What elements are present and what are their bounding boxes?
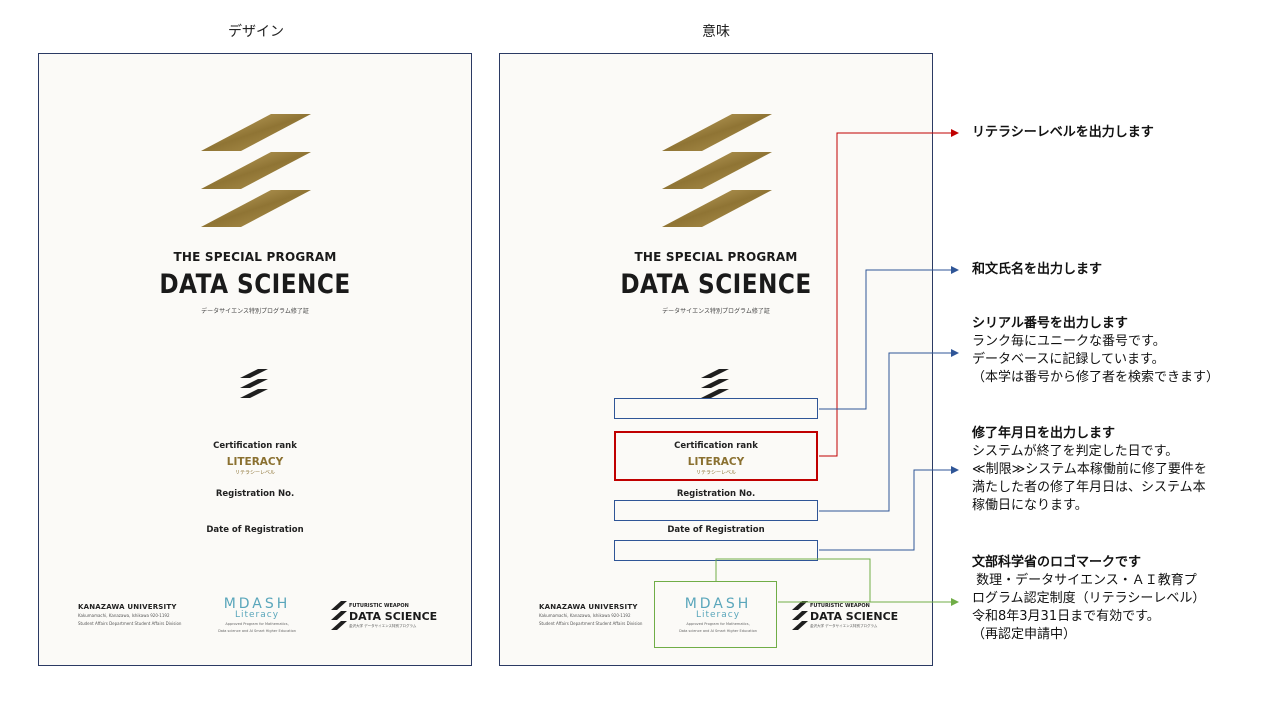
- annotation-literacy-heading: リテラシーレベルを出力します: [972, 125, 1154, 140]
- fw-mark-icon: [331, 601, 347, 630]
- annotation-logo-heading: 文部科学省のロゴマークです: [972, 555, 1142, 570]
- mdash-title: MDASH: [223, 596, 291, 612]
- mdash-desc2: Data science and AI Smart Higher Educati…: [679, 629, 757, 633]
- program-title: DATA SCIENCE: [159, 269, 351, 300]
- connector-name: [819, 266, 959, 410]
- fw-top-text: FUTURISTIC WEAPON: [810, 603, 870, 609]
- connector-literacy: [819, 129, 959, 457]
- university-address: Kakumamachi, Kanazawa, Ishikawa 920-1192: [539, 613, 631, 618]
- university-division: Student Affairs Department Student Affai…: [78, 621, 182, 626]
- annotation-serial-heading: シリアル番号を出力します: [972, 316, 1128, 331]
- program-emblem-icon: [201, 114, 311, 227]
- annotation-name-heading: 和文氏名を出力します: [972, 262, 1103, 277]
- university-block: KANAZAWA UNIVERSITY Kakumamachi, Kanazaw…: [539, 603, 659, 627]
- mdash-desc2: Data science and AI Smart Higher Educati…: [218, 629, 296, 633]
- mdash-logo-highlight: [654, 581, 777, 648]
- annotation-logo-line: ログラム認定制度（リテラシーレベル）: [972, 591, 1206, 606]
- small-emblem-icon: [701, 369, 729, 398]
- program-subtitle: THE SPECIAL PROGRAM: [634, 250, 798, 264]
- annotation-date-line: 稼働日になります。: [972, 498, 1088, 513]
- mdash-logo: MDASH Literacy Approved Program for Math…: [207, 596, 307, 634]
- annotation-date-line: 満たした者の修了年月日は、システム本: [972, 480, 1206, 495]
- annotation-serial-line: データベースに記録しています。: [972, 352, 1165, 367]
- fw-jp-text: 金沢大学 データサイエンス特別プログラム: [810, 624, 878, 628]
- annotation-date-heading: 修了年月日を出力します: [972, 426, 1116, 441]
- rank-kana: リテラシーレベル: [235, 470, 275, 476]
- date-label: Date of Registration: [206, 525, 304, 535]
- program-subtitle: THE SPECIAL PROGRAM: [173, 250, 337, 264]
- annotation-serial: シリアル番号を出力します ランク毎にユニークな番号です。 データベースに記録して…: [972, 315, 1219, 387]
- university-name: KANAZAWA UNIVERSITY: [539, 603, 638, 611]
- fw-top-text: FUTURISTIC WEAPON: [349, 603, 409, 609]
- mdash-subtitle: Literacy: [234, 610, 280, 620]
- annotation-serial-line: （本学は番号から修了者を検索できます）: [972, 370, 1220, 385]
- program-japanese-title: データサイエンス特別プログラム修了証: [201, 308, 309, 315]
- annotation-date: 修了年月日を出力します システムが終了を判定した日です。 ≪制限≫システム本稼働…: [972, 425, 1207, 515]
- university-block: KANAZAWA UNIVERSITY Kakumamachi, Kanazaw…: [78, 603, 198, 627]
- registration-label: Registration No.: [676, 489, 756, 499]
- rank-field-highlight: [614, 431, 818, 481]
- connector-logo-up: [715, 558, 871, 602]
- design-column-title: デザイン: [228, 24, 284, 40]
- program-japanese-title: データサイエンス特別プログラム修了証: [662, 308, 770, 315]
- fw-jp-text: 金沢大学 データサイエンス特別プログラム: [349, 624, 417, 628]
- annotation-serial-line: ランク毎にユニークな番号です。: [972, 334, 1166, 349]
- fw-main-text: DATA SCIENCE: [810, 610, 899, 623]
- small-emblem-icon: [240, 369, 268, 398]
- rank-kana: リテラシーレベル: [696, 470, 736, 476]
- certificate-design: THE SPECIAL PROGRAM DATA SCIENCE データサイエン…: [38, 53, 472, 666]
- mdash-desc1: Approved Program for Mathematics,: [686, 622, 750, 626]
- annotation-logo-line: （再認定申請中）: [972, 627, 1077, 642]
- annotation-name: 和文氏名を出力します: [972, 261, 1102, 279]
- annotation-date-line: ≪制限≫システム本稼働前に修了要件を: [972, 462, 1207, 477]
- university-division: Student Affairs Department Student Affai…: [539, 621, 643, 626]
- rank-label: Certification rank: [674, 441, 758, 451]
- annotation-date-line: システムが終了を判定した日です。: [972, 444, 1179, 459]
- registration-label: Registration No.: [215, 489, 295, 499]
- fw-mark-icon: [792, 601, 808, 630]
- connector-serial: [819, 349, 959, 512]
- meaning-column-title: 意味: [702, 24, 730, 40]
- date-label: Date of Registration: [667, 525, 765, 535]
- annotation-logo-line: 数理・データサイエンス・ＡＩ教育プ: [972, 573, 1197, 588]
- rank-value: LITERACY: [226, 456, 284, 468]
- university-name: KANAZAWA UNIVERSITY: [78, 603, 177, 611]
- rank-label: Certification rank: [213, 441, 297, 451]
- fw-main-text: DATA SCIENCE: [349, 610, 438, 623]
- serial-field-highlight: [614, 500, 818, 521]
- annotation-literacy: リテラシーレベルを出力します: [972, 124, 1154, 142]
- name-field-highlight: [614, 398, 818, 419]
- mdash-logo: MDASH Literacy Approved Program for Math…: [668, 596, 768, 634]
- program-emblem-icon: [662, 114, 772, 227]
- mdash-title: MDASH: [684, 596, 752, 612]
- mdash-subtitle: Literacy: [695, 610, 741, 620]
- program-title: DATA SCIENCE: [620, 269, 812, 300]
- university-address: Kakumamachi, Kanazawa, Ishikawa 920-1192: [78, 613, 170, 618]
- annotation-logo-line: 令和8年3月31日まで有効です。: [972, 609, 1160, 624]
- annotation-logo: 文部科学省のロゴマークです 数理・データサイエンス・ＡＩ教育プ ログラム認定制度…: [972, 554, 1205, 644]
- rank-value: LITERACY: [687, 456, 745, 468]
- connector-date: [819, 466, 959, 551]
- mdash-desc1: Approved Program for Mathematics,: [225, 622, 289, 626]
